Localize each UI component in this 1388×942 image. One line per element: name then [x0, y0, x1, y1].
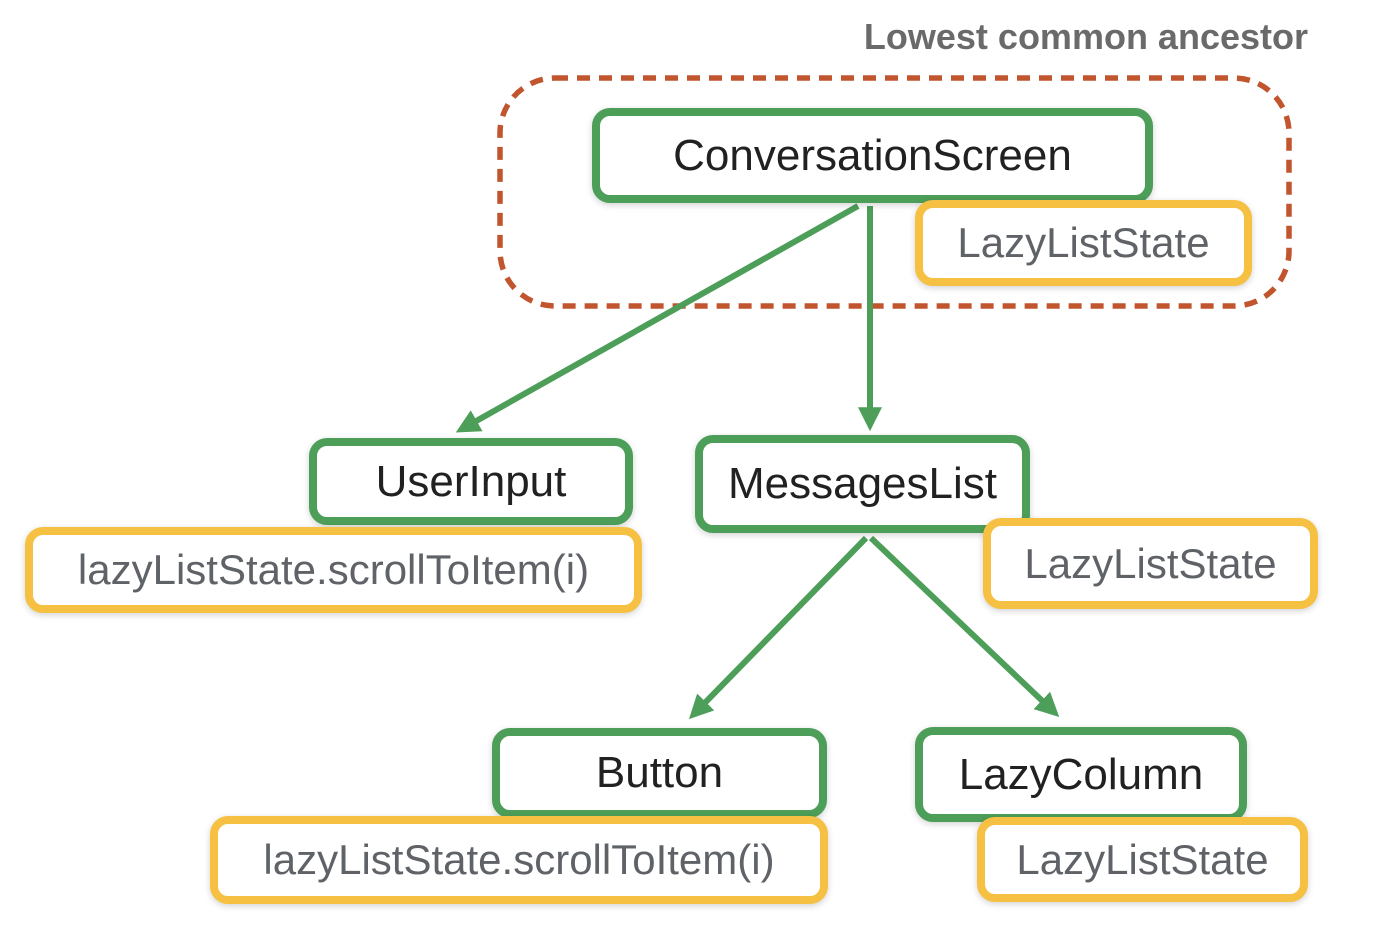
node-label: LazyListState — [1016, 835, 1269, 883]
node-label: LazyColumn — [958, 749, 1204, 799]
arrow-messageslist-to-button — [688, 535, 869, 720]
node-conversation-screen: ConversationScreen — [592, 108, 1153, 203]
node-label: MessagesList — [727, 459, 997, 508]
node-label: lazyListState.scrollToItem(i) — [77, 546, 590, 593]
node-lazyliststate-bottom: LazyListState — [977, 817, 1308, 902]
node-label: LazyListState — [1024, 539, 1277, 587]
node-lazy-column: LazyColumn — [915, 727, 1247, 822]
node-label: lazyListState.scrollToItem(i) — [263, 836, 775, 883]
node-scrolltoitem-bottom: lazyListState.scrollToItem(i) — [210, 816, 828, 904]
node-label: ConversationScreen — [673, 130, 1072, 180]
node-lazyliststate-middle: LazyListState — [983, 518, 1318, 609]
node-label: Button — [595, 748, 724, 797]
node-lazyliststate-top: LazyListState — [915, 200, 1252, 286]
node-user-input: UserInput — [309, 438, 633, 525]
node-scrolltoitem-left: lazyListState.scrollToItem(i) — [25, 527, 642, 613]
node-messages-list: MessagesList — [695, 435, 1030, 533]
arrow-conversationscreen-to-userinput — [455, 203, 860, 433]
lca-title: Lowest common ancestor — [863, 16, 1308, 57]
node-button: Button — [492, 728, 827, 818]
node-label: UserInput — [375, 456, 567, 506]
node-label: LazyListState — [957, 219, 1210, 266]
